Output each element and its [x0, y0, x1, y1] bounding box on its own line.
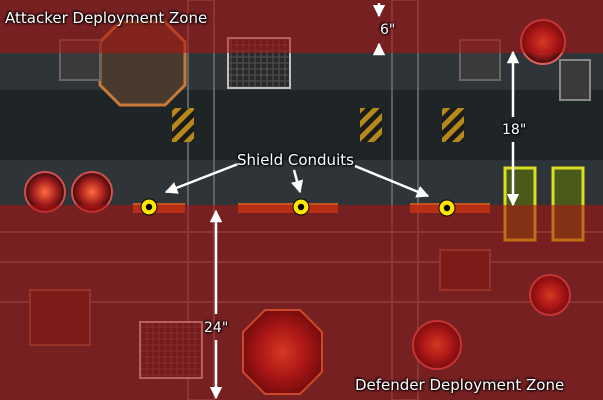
- objective-marker: [140, 198, 158, 216]
- shield-conduit-markers: [140, 198, 456, 217]
- attacker-zone-overlay: [0, 0, 603, 53]
- defender-zone-overlay: [0, 205, 603, 400]
- hazard-stripes: [172, 108, 464, 142]
- central-corridor: [0, 90, 603, 160]
- center-span-measurement: 24": [204, 320, 229, 336]
- objective-marker: [292, 198, 310, 216]
- objective-marker: [438, 199, 456, 217]
- defender-zone-label: Defender Deployment Zone: [355, 376, 565, 394]
- attacker-zone-label: Attacker Deployment Zone: [5, 9, 208, 27]
- callout-arrows: [164, 162, 430, 198]
- shield-conduits-label: Shield Conduits: [237, 151, 354, 169]
- right-span-measurement: 18": [502, 122, 527, 138]
- top-gap-measurement: 6": [380, 22, 396, 38]
- measurement-arrows: [209, 3, 520, 400]
